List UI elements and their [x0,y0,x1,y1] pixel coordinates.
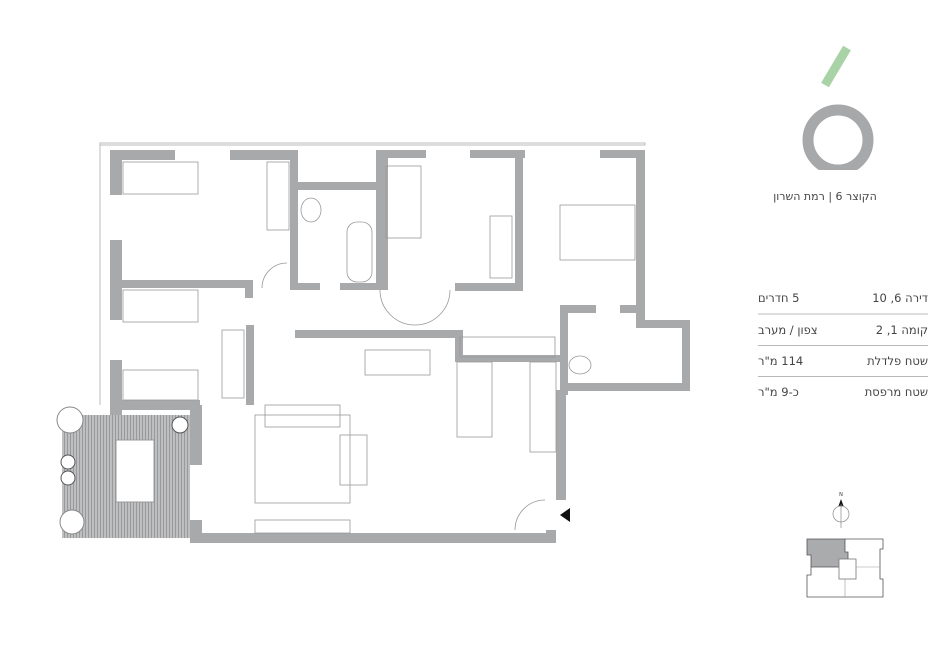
bed [122,161,199,195]
north-compass-icon: N [832,492,850,528]
kitchen-island [456,361,493,438]
kitchen-counter [529,361,557,453]
bed [385,165,422,239]
spec-label: שטח מרפסת [864,385,928,399]
spec-row: דירה 6, 10 5 חדרים [758,283,928,315]
spec-value: כ-9 מ"ר [758,385,799,399]
spec-row: שטח פלדלת 114 מ"ר [758,346,928,377]
tv-unit [254,519,351,534]
door-swing [379,289,451,326]
bed [122,289,199,323]
wardrobe [489,215,513,279]
logo [802,45,874,170]
logo-ring [802,104,874,170]
sofa [339,434,368,486]
plant-icon [171,416,189,434]
double-bed [559,204,636,261]
walls [110,150,690,543]
bathtub [346,221,373,283]
plant-icon [59,509,85,535]
rug [254,414,351,504]
spec-row: שטח מרפסת כ-9 מ"ר [758,377,928,407]
wardrobe [266,161,290,231]
compass-label: N [839,492,843,498]
project-title: הקוצר 6 | רמת השרון [773,190,877,203]
door-swing [261,262,288,289]
spec-label: דירה 6, 10 [872,291,928,305]
toilet [300,197,322,223]
wardrobe [221,329,245,399]
exterior-outline [99,142,646,405]
spec-row: קומה 1, 2 צפון / מערב [758,315,928,346]
door-swing [514,499,546,531]
key-plan [806,538,884,598]
spec-value: 5 חדרים [758,291,800,305]
plant-icon [56,406,84,434]
balcony [56,406,190,538]
sofa [264,404,341,428]
toilet [568,355,592,375]
plant-icon [60,454,76,470]
dining-table [364,349,431,376]
wardrobe [459,336,556,358]
spec-value: צפון / מערב [758,323,818,337]
spec-label: שטח פלדלת [867,354,928,368]
bed [122,369,199,401]
entrance-arrow-icon [560,508,570,522]
spec-value: 114 מ"ר [758,354,804,368]
balcony-table [115,439,155,503]
apartment-specs: דירה 6, 10 5 חדרים קומה 1, 2 צפון / מערב ש… [758,283,928,407]
plant-icon [60,470,76,486]
logo-accent [821,45,851,88]
furniture [122,161,636,534]
spec-label: קומה 1, 2 [875,323,928,337]
